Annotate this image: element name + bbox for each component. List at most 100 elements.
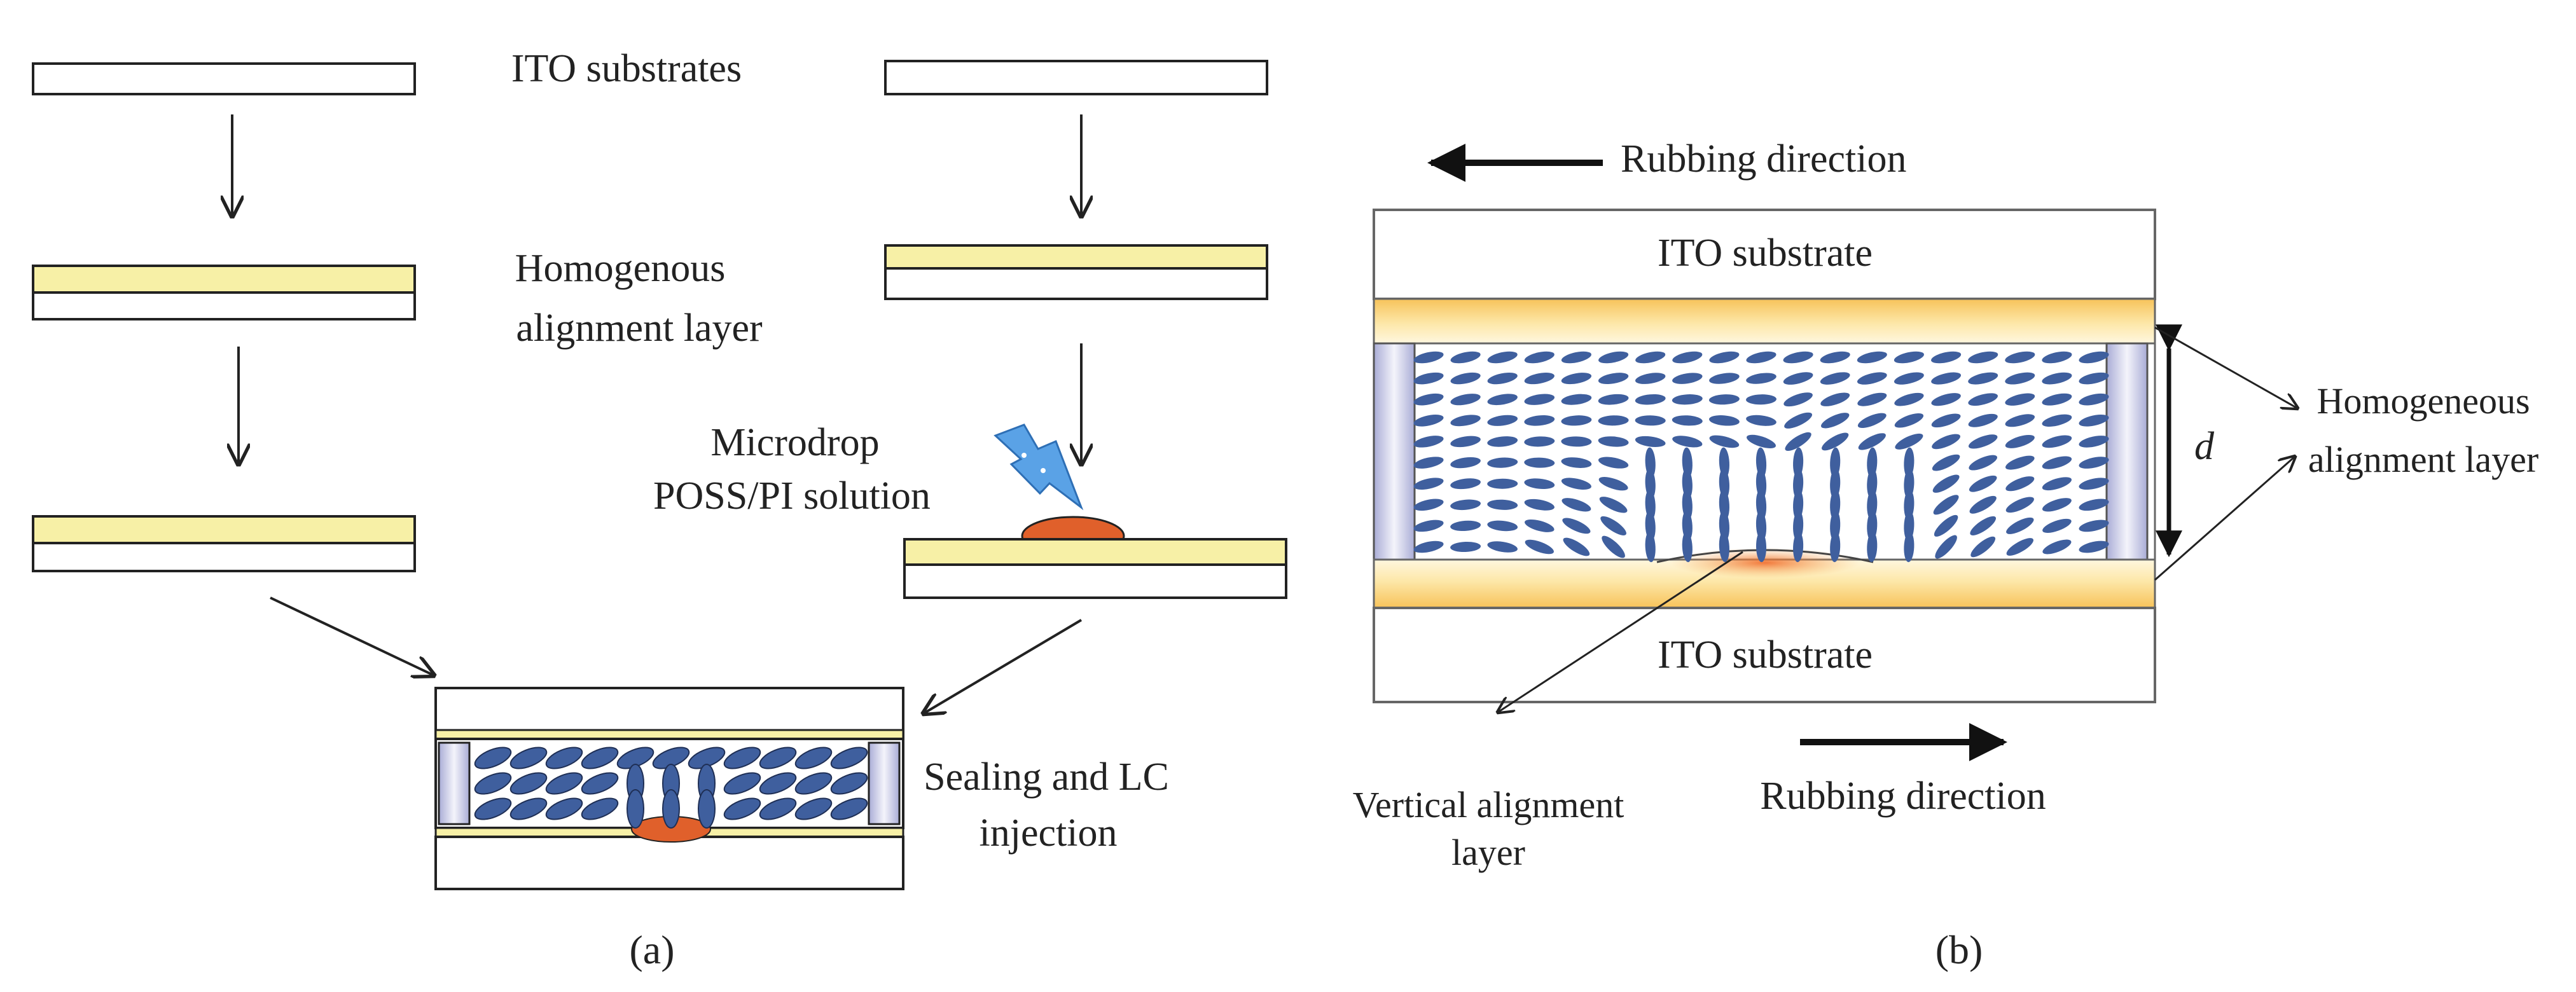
lc-molecule — [1968, 351, 1998, 364]
lc-molecule — [1450, 415, 1481, 427]
lc-molecule — [2079, 520, 2109, 532]
lc-molecule — [1635, 351, 1666, 364]
lc-molecule — [1487, 394, 1518, 406]
lc-molecule — [1598, 415, 1629, 426]
lc-molecule — [1635, 394, 1666, 405]
lc-molecule — [1867, 532, 1878, 562]
lc-molecule — [2042, 414, 2072, 427]
lc-molecule — [1785, 432, 1811, 451]
lc-molecule — [2042, 393, 2072, 406]
lc-molecule — [1561, 373, 1592, 385]
lc-molecule — [1598, 457, 1629, 469]
lc-molecule — [1524, 457, 1555, 468]
label-poss-pi-solution: POSS/PI solution — [653, 474, 931, 518]
lc-molecule — [1857, 392, 1887, 406]
lc-molecule — [1746, 394, 1776, 405]
caption-b: (b) — [1935, 927, 1983, 972]
lc-molecule — [759, 747, 797, 769]
lc-molecule — [1450, 372, 1481, 385]
lc-molecule — [1524, 394, 1555, 405]
lc-molecule — [509, 772, 548, 795]
lc-molecule — [1857, 413, 1887, 429]
lc-molecule — [1894, 351, 1924, 364]
lc-molecule — [1672, 436, 1703, 448]
lc-molecule — [794, 747, 833, 769]
ito-substrate-top — [1373, 209, 2156, 300]
lc-molecule — [1487, 415, 1518, 426]
lc-molecule — [698, 789, 716, 829]
lc-molecule — [2079, 436, 2109, 448]
lc-molecule — [545, 797, 583, 820]
lc-molecule — [1755, 532, 1767, 562]
lc-molecule — [2079, 414, 2109, 427]
lc-molecule — [1635, 415, 1666, 426]
lc-molecule — [1672, 415, 1703, 426]
ito-substrate-left — [32, 62, 416, 95]
lc-molecule — [1969, 495, 1997, 514]
lc-molecule — [2005, 476, 2035, 492]
lc-molecule — [1413, 520, 1444, 532]
lc-molecule — [1487, 457, 1518, 468]
lc-molecule — [1487, 351, 1518, 364]
lc-molecule — [1599, 497, 1628, 513]
lc-molecule — [2042, 477, 2072, 491]
lc-molecule — [830, 797, 868, 820]
spacer-left — [1373, 342, 1416, 561]
ito-substrate-right — [884, 60, 1268, 95]
lc-molecule — [1598, 394, 1629, 405]
lc-molecule — [1450, 541, 1481, 553]
lc-molecule — [1783, 351, 1813, 364]
lc-molecule — [509, 747, 548, 769]
label-injection: injection — [980, 811, 1118, 855]
lc-molecule — [1968, 413, 1998, 427]
lc-molecule — [1968, 393, 1998, 406]
lc-molecule — [1563, 537, 1590, 556]
lc-molecule — [2005, 372, 2035, 385]
lc-molecule — [1562, 518, 1591, 534]
lc-molecule — [2006, 538, 2033, 556]
lc-molecule — [1934, 514, 1958, 537]
lc-molecule — [1968, 372, 1998, 385]
label-ito-top: ITO substrate — [1658, 231, 1873, 275]
lc-molecule — [2042, 539, 2072, 555]
lc-molecule — [1746, 415, 1776, 426]
lc-molecule — [1413, 436, 1444, 448]
lc-molecule — [1524, 373, 1555, 385]
lc-molecule — [723, 797, 761, 820]
lc-molecule — [1524, 478, 1555, 490]
lc-molecule — [1487, 541, 1518, 553]
lc-molecule — [2079, 499, 2109, 511]
lc-molecule — [581, 797, 619, 820]
lc-molecule — [2042, 372, 2072, 385]
lc-molecule — [1525, 539, 1554, 555]
label-rubbing-bottom: Rubbing direction — [1760, 775, 2046, 818]
lc-molecule — [474, 797, 512, 820]
lc-molecule — [723, 772, 761, 795]
label-microdrop: Microdrop — [710, 421, 879, 464]
spacer-right — [2105, 342, 2149, 561]
lc-molecule — [1857, 372, 1887, 385]
lc-molecule — [1598, 373, 1629, 385]
lc-molecule — [545, 747, 583, 769]
lc-molecule — [1598, 477, 1628, 491]
lc-molecule — [1746, 351, 1776, 364]
lc-molecule — [1635, 436, 1666, 447]
lc-molecule — [2042, 351, 2072, 364]
substrate-with-alignment-left-1 — [32, 265, 416, 320]
lc-molecule — [2042, 435, 2072, 448]
lc-molecule — [474, 747, 512, 769]
panel-a: ITO substrates Homogenous alignment laye… — [32, 47, 1287, 972]
lc-molecule — [1933, 495, 1959, 515]
lc-molecule — [1895, 433, 1923, 450]
lc-molecule — [1672, 373, 1703, 384]
lc-molecule — [2042, 456, 2072, 469]
lc-molecule — [509, 797, 548, 820]
lc-molecule — [1487, 499, 1518, 510]
lc-molecule — [2005, 497, 2034, 513]
lc-molecule — [759, 797, 797, 820]
lc-molecule — [1450, 457, 1481, 469]
lc-molecule — [1561, 415, 1592, 426]
lc-molecule — [1931, 351, 1962, 364]
lc-molecule — [1932, 474, 1960, 493]
label-alignment-layer-a: alignment layer — [516, 307, 763, 350]
